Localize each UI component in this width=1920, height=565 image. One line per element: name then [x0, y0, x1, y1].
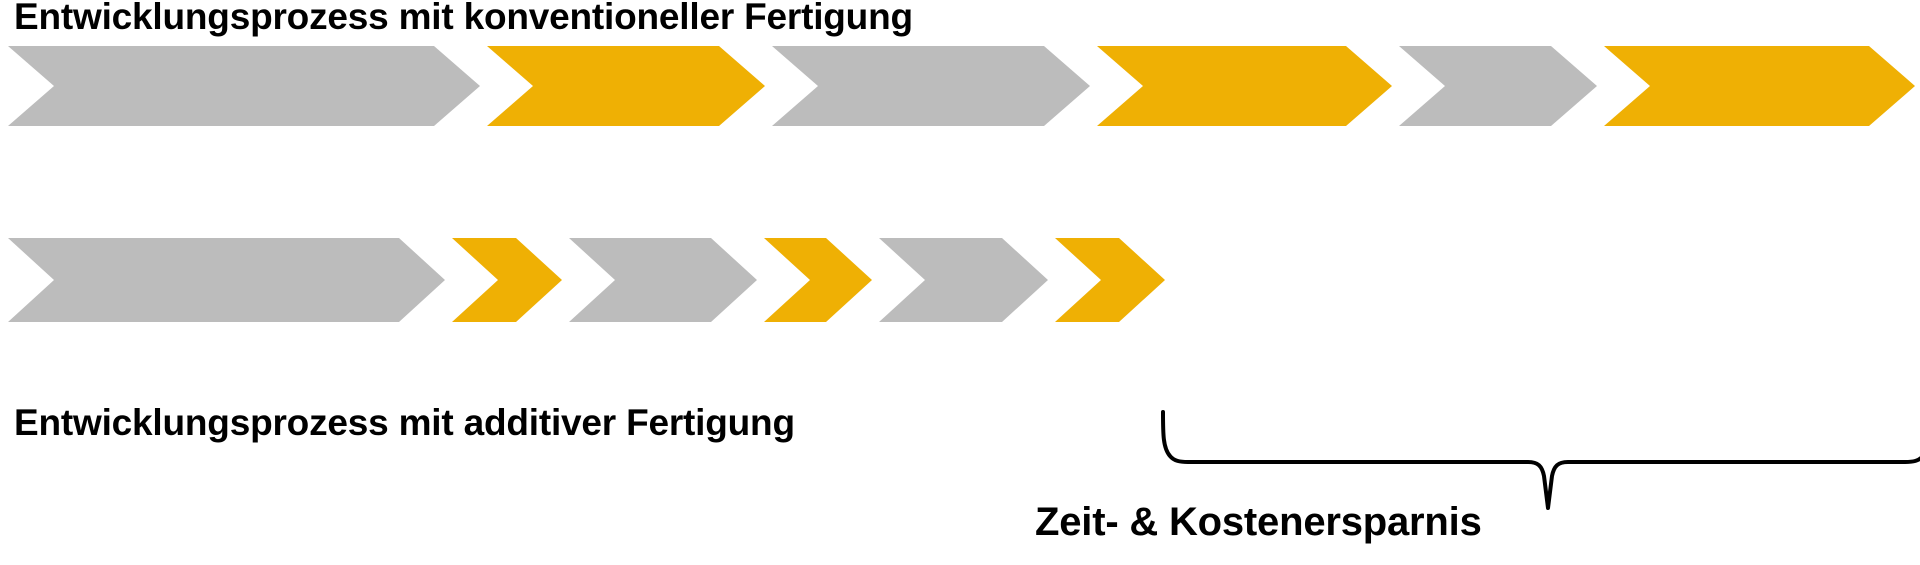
- page-title-conventional-process: Entwicklungsprozess mit konventioneller …: [14, 0, 913, 37]
- curly-brace-icon: [1161, 410, 1920, 510]
- process-chevron-segment: [1399, 46, 1597, 126]
- process-chevron-segment: [764, 238, 872, 322]
- process-chevron-segment: [452, 238, 562, 322]
- conventional-process-arrow-row: [0, 46, 1920, 126]
- process-chevron-segment: [772, 46, 1090, 126]
- process-chevron-segment: [8, 238, 445, 322]
- process-chevron-segment: [1097, 46, 1392, 126]
- savings-brace: [1150, 404, 1920, 514]
- conventional-chevron-svg: [8, 46, 1915, 126]
- process-chevron-segment: [1055, 238, 1165, 322]
- process-chevron-segment: [1604, 46, 1915, 126]
- process-chevron-segment: [569, 238, 757, 322]
- process-chevron-segment: [487, 46, 765, 126]
- process-chevron-segment: [879, 238, 1048, 322]
- process-chevron-segment: [8, 46, 480, 126]
- savings-caption: Zeit- & Kostenersparnis: [1035, 500, 1482, 544]
- page-title-additive-process: Entwicklungsprozess mit additiver Fertig…: [14, 402, 795, 443]
- additive-chevron-svg: [8, 238, 1165, 322]
- additive-process-arrow-row: [0, 238, 1920, 322]
